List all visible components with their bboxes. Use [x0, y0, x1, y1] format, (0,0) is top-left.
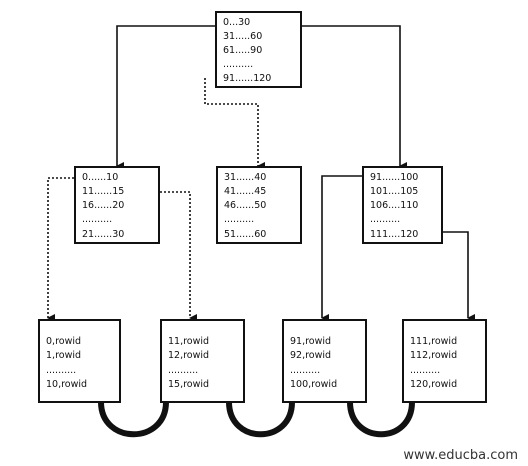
leaf-node-91-100-line-4: 100,rowid [290, 379, 338, 390]
leaf-node-111-120-line-1: 111,rowid [410, 336, 458, 347]
leaf-node-91-100-line-1: 91,rowid [290, 336, 332, 347]
leaf-node-0-10-line-4: 10,rowid [46, 379, 88, 390]
watermark: www.educba.com [403, 448, 518, 463]
internal-node-31-60-line-1: 31......40 [224, 172, 267, 183]
internal-node-91-120-line-2: 101....105 [370, 186, 419, 197]
connector-node-91-120-to-leaf-91-100 [321, 175, 362, 322]
leaf-node-0-10-line-2: 1,rowid [46, 350, 82, 361]
leaf-link-2-3 [226, 401, 295, 438]
leaf-node-111-120-line-4: 120,rowid [410, 379, 458, 390]
internal-node-91-120-line-1: 91......100 [370, 172, 419, 183]
internal-node-31-60: 31......40 41......45 46......50 .......… [216, 166, 302, 244]
internal-node-0-30-line-5: 21......30 [82, 229, 125, 240]
leaf-node-91-100-line-2: 92,rowid [290, 350, 332, 361]
internal-node-91-120-line-4: .......... [370, 214, 401, 225]
leaf-node-91-100: 91,rowid 92,rowid .......... 100,rowid [282, 319, 367, 403]
internal-node-31-60-line-4: .......... [224, 214, 255, 225]
leaf-link-1-2 [98, 401, 169, 438]
leaf-node-11-15-line-4: 15,rowid [168, 379, 210, 390]
leaf-node-111-120-line-3: .......... [410, 365, 441, 376]
internal-node-0-30-line-2: 11......15 [82, 186, 125, 197]
internal-node-31-60-line-2: 41......45 [224, 186, 267, 197]
leaf-node-11-15-line-1: 11,rowid [168, 336, 210, 347]
leaf-node-111-120: 111,rowid 112,rowid .......... 120,rowid [402, 319, 487, 403]
leaf-node-91-100-line-3: .......... [290, 365, 321, 376]
leaf-node-0-10-line-3: .......... [46, 365, 77, 376]
leaf-node-11-15: 11,rowid 12,rowid .......... 15,rowid [160, 319, 245, 403]
connector-node-91-120-to-leaf-111-120 [443, 231, 475, 322]
leaf-node-0-10: 0,rowid 1,rowid .......... 10,rowid [38, 319, 121, 403]
connector-node-0-10-to-leaf-0-10 [47, 177, 74, 322]
internal-node-0-30-line-1: 0......10 [82, 172, 119, 183]
connector-root-to-node-0-10 [116, 25, 215, 170]
internal-node-91-120-line-3: 106....110 [370, 200, 419, 211]
internal-node-91-120-line-5: 111....120 [370, 229, 419, 240]
root-line-5: 91......120 [223, 73, 272, 84]
leaf-link-3-4 [347, 401, 415, 438]
internal-node-91-120: 91......100 101....105 106....110 ......… [362, 166, 443, 244]
root-line-4: .......... [223, 59, 254, 70]
root-node: 0...30 31.....60 61.....90 .......... 91… [215, 11, 302, 88]
internal-node-31-60-line-5: 51......60 [224, 229, 267, 240]
internal-node-31-60-line-3: 46......50 [224, 200, 267, 211]
internal-node-0-30-line-3: 16......20 [82, 200, 125, 211]
connector-root-to-node-91-120 [302, 25, 407, 170]
root-line-3: 61.....90 [223, 45, 263, 56]
internal-node-0-30: 0......10 11......15 16......20 ........… [74, 166, 160, 244]
connector-node-0-10-to-leaf-11-15 [160, 191, 197, 322]
leaf-node-0-10-line-1: 0,rowid [46, 336, 82, 347]
internal-node-0-30-line-4: .......... [82, 214, 113, 225]
root-line-2: 31.....60 [223, 31, 263, 42]
leaf-node-111-120-line-2: 112,rowid [410, 350, 458, 361]
leaf-node-11-15-line-3: .......... [168, 365, 199, 376]
root-line-1: 0...30 [223, 17, 251, 28]
leaf-node-11-15-line-2: 12,rowid [168, 350, 210, 361]
connector-root-to-node-31-60 [204, 78, 265, 170]
